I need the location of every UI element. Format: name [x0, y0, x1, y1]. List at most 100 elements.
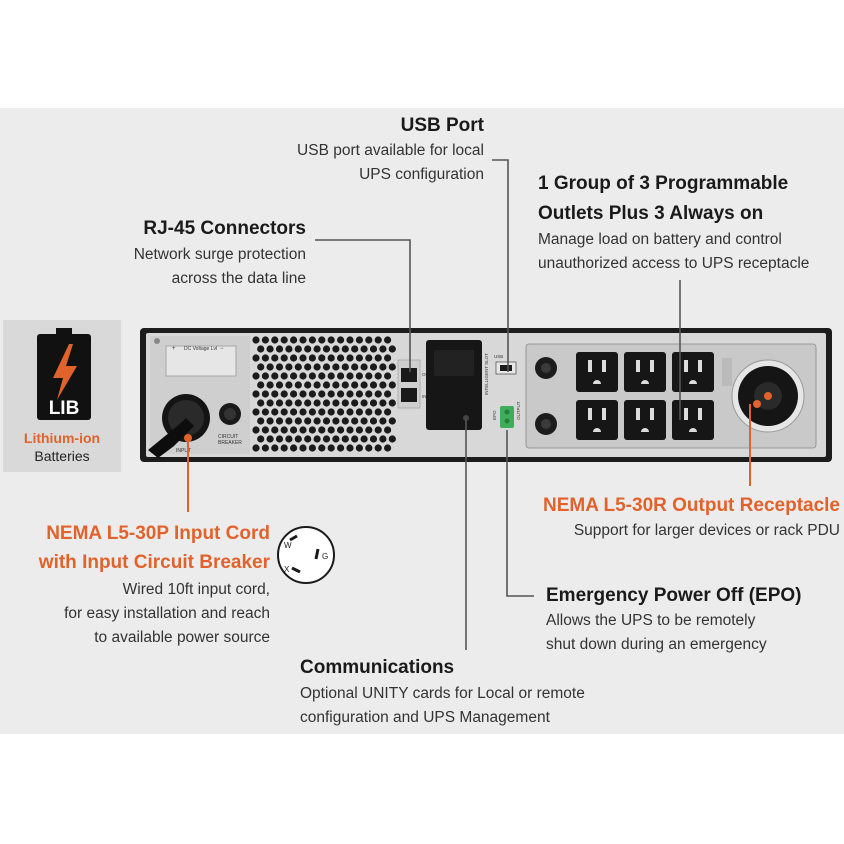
grill-hole — [304, 363, 312, 371]
grill-hole — [365, 372, 373, 380]
grill-hole — [257, 417, 265, 425]
grill-hole — [318, 444, 326, 452]
grill-hole — [365, 426, 373, 434]
grill-hole — [285, 381, 293, 389]
grill-hole — [355, 426, 363, 434]
grill-hole — [341, 363, 349, 371]
grill-hole — [313, 363, 321, 371]
grill-hole — [388, 345, 396, 353]
nema-outlet — [576, 400, 618, 440]
grill-hole — [322, 417, 331, 425]
plug-pin-g: G — [322, 552, 328, 561]
grill-hole — [271, 372, 279, 380]
grill-hole — [379, 381, 387, 389]
lib-badge-text: LIB — [49, 398, 80, 419]
grill-hole — [318, 336, 326, 344]
grill-hole — [374, 408, 382, 416]
grill-hole — [332, 381, 340, 389]
grill-hole — [332, 345, 340, 353]
grill-hole — [257, 399, 265, 407]
grill-hole — [384, 426, 392, 434]
grill-hole — [346, 354, 354, 362]
usb-label: USB — [494, 354, 503, 359]
grill-hole — [299, 426, 307, 434]
grill-hole — [355, 372, 363, 380]
grill-hole — [318, 390, 326, 398]
grill-hole — [388, 435, 396, 443]
grill-hole — [327, 354, 335, 362]
lib-line-1: Lithium-ion — [23, 430, 101, 446]
grill-hole — [341, 417, 349, 425]
grill-hole — [252, 426, 260, 434]
grill-hole — [388, 381, 396, 389]
grill-hole — [313, 345, 321, 353]
grill-hole — [275, 381, 284, 389]
grill-hole — [304, 399, 312, 407]
grill-hole — [355, 336, 363, 344]
nema-outlet — [672, 400, 714, 440]
grill-hole — [388, 399, 396, 407]
grill-hole — [280, 336, 288, 344]
grill-hole — [308, 390, 316, 398]
grill-hole — [299, 408, 307, 416]
grill-hole — [360, 399, 368, 407]
grill-hole — [271, 408, 279, 416]
grill-hole — [261, 426, 269, 434]
grill-hole — [318, 354, 326, 362]
grill-hole — [379, 435, 387, 443]
grill-hole — [379, 399, 387, 407]
grill-hole — [346, 336, 354, 344]
grill-hole — [351, 399, 359, 407]
grill-hole — [322, 363, 331, 371]
grill-hole — [369, 399, 378, 407]
grill-hole — [294, 381, 302, 389]
grill-hole — [313, 381, 321, 389]
grill-hole — [280, 390, 288, 398]
grill-hole — [280, 408, 288, 416]
grill-hole — [266, 435, 274, 443]
svg-text:−: − — [220, 346, 224, 352]
grill-hole — [290, 354, 298, 362]
dc-voltage-label: DC Voltage Lvl — [184, 346, 217, 352]
grill-hole — [379, 417, 387, 425]
grill-hole — [374, 444, 382, 452]
grill-hole — [355, 354, 363, 362]
grill-hole — [290, 426, 298, 434]
grill-hole — [252, 390, 260, 398]
nema-outlet — [672, 352, 714, 392]
outlets-title-2: Outlets Plus 3 Always on — [538, 203, 764, 224]
slot-label: INTELLIGENT SLOT — [484, 353, 489, 395]
grill-hole — [337, 426, 345, 434]
grill-hole — [308, 426, 316, 434]
lib-line-2: Batteries — [34, 448, 90, 464]
grill-hole — [261, 372, 269, 380]
input-cord — [148, 418, 194, 458]
grill-hole — [285, 399, 293, 407]
grill-hole — [280, 426, 288, 434]
grill-hole — [369, 435, 378, 443]
grill-hole — [374, 336, 382, 344]
outlets-desc-1: Manage load on battery and control — [538, 231, 782, 248]
grill-hole — [384, 336, 392, 344]
grill-hole — [369, 381, 378, 389]
grill-hole — [252, 336, 260, 344]
grill-hole — [384, 444, 392, 452]
nema-output-desc: Support for larger devices or rack PDU — [573, 522, 840, 539]
grill-hole — [252, 408, 260, 416]
grill-hole — [332, 399, 340, 407]
epo-desc-2: shut down during an emergency — [546, 636, 767, 653]
nema-input-desc-3: to available power source — [94, 629, 270, 646]
grill-hole — [337, 408, 345, 416]
grill-hole — [351, 435, 359, 443]
grill-hole — [271, 354, 279, 362]
grill-hole — [346, 408, 354, 416]
grill-hole — [384, 354, 392, 362]
grill-hole — [355, 408, 363, 416]
grill-hole — [337, 354, 345, 362]
grill-hole — [252, 354, 260, 362]
grill-hole — [275, 435, 284, 443]
grill-hole — [341, 435, 349, 443]
grill-hole — [337, 390, 345, 398]
